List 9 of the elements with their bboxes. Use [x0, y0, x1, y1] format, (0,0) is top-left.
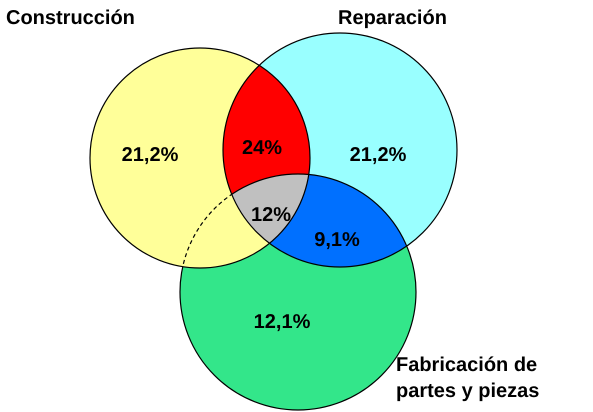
region-percentage: 12% [250, 203, 292, 227]
percentage-value: 21,2% [350, 143, 406, 167]
percentage-value: 21,2% [122, 143, 178, 167]
percentage-value: 12,1% [254, 310, 310, 334]
circle-heading: Reparación [338, 6, 448, 30]
region-percentage: 9,1% [314, 228, 360, 252]
circle-heading: Construcción [6, 6, 136, 30]
circle-heading: Fabricación de partes y piezas [396, 353, 540, 404]
region-percentage: 24% [242, 136, 282, 160]
